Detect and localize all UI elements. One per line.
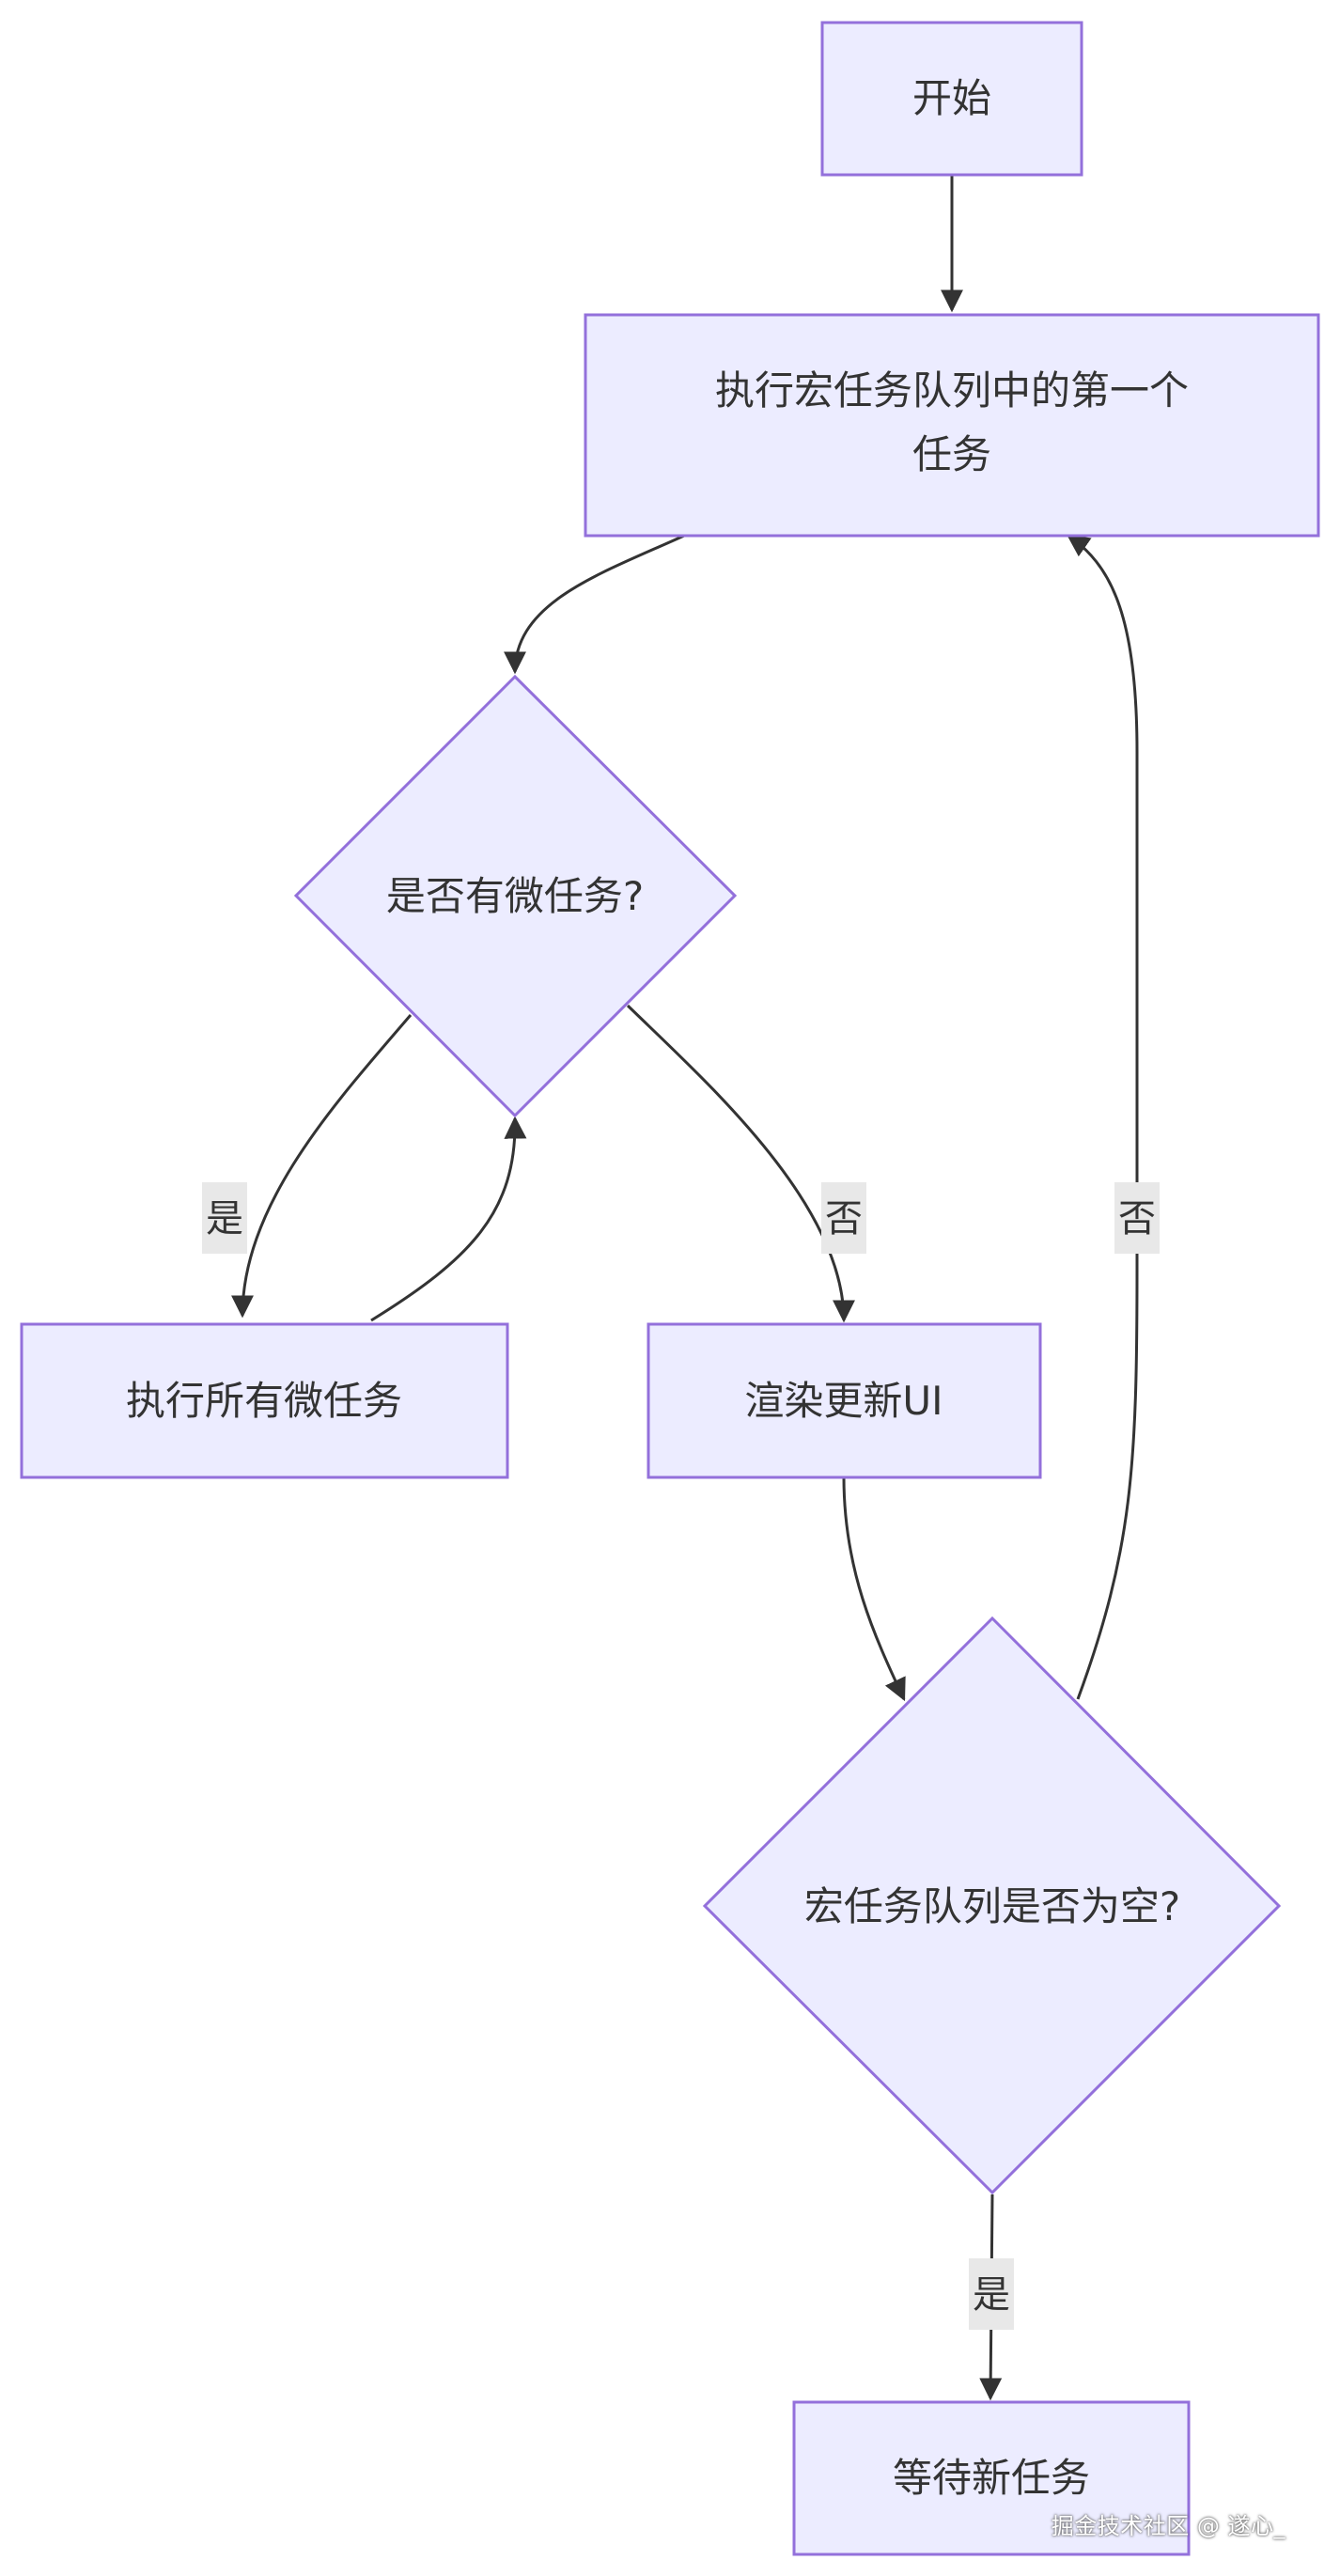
edge-has-micro-no	[626, 1004, 855, 1323]
edge-label-queue-no: 否	[1114, 1182, 1160, 1254]
svg-text:渲染更新UI: 渲染更新UI	[744, 1378, 943, 1424]
edge-label-has-micro-yes: 是	[202, 1182, 247, 1254]
node-exec-all-microtasks: 执行所有微任务	[20, 1322, 509, 1479]
node-wait-new-task: 等待新任务	[792, 2400, 1191, 2556]
svg-text:开始: 开始	[912, 75, 991, 121]
edge-queue-no-back	[1067, 534, 1139, 1700]
svg-text:否: 否	[825, 1197, 863, 1241]
edge-label-queue-yes: 是	[969, 2258, 1014, 2330]
svg-text:宏任务队列是否为空?: 宏任务队列是否为空?	[804, 1883, 1180, 1929]
svg-text:是: 是	[973, 2273, 1010, 2317]
svg-text:是否有微任务?: 是否有微任务?	[386, 873, 644, 919]
node-render-ui: 渲染更新UI	[647, 1322, 1042, 1479]
edges	[231, 175, 1139, 2401]
svg-text:任务: 任务	[912, 431, 991, 477]
edge-has-micro-yes	[231, 1014, 413, 1319]
svg-text:否: 否	[1118, 1197, 1156, 1241]
node-queue-empty-decision: 宏任务队列是否为空?	[702, 1616, 1282, 2195]
edge-label-has-micro-no: 否	[821, 1182, 866, 1254]
svg-text:执行宏任务队列中的第一个: 执行宏任务队列中的第一个	[715, 367, 1189, 414]
svg-text:执行所有微任务: 执行所有微任务	[126, 1378, 402, 1424]
svg-text:是: 是	[206, 1197, 243, 1241]
edge-exec-to-has-micro	[504, 534, 685, 675]
node-exec-first-macrotask: 执行宏任务队列中的第一个 任务	[584, 313, 1320, 538]
node-start: 开始	[820, 21, 1083, 177]
watermark: 掘金技术社区 @ 遂心_	[1051, 2513, 1285, 2539]
node-has-microtask-decision: 是否有微任务?	[293, 674, 738, 1118]
edge-render-to-queue	[842, 1476, 906, 1702]
svg-text:等待新任务: 等待新任务	[893, 2455, 1090, 2501]
edge-exec-micro-back	[370, 1116, 527, 1322]
